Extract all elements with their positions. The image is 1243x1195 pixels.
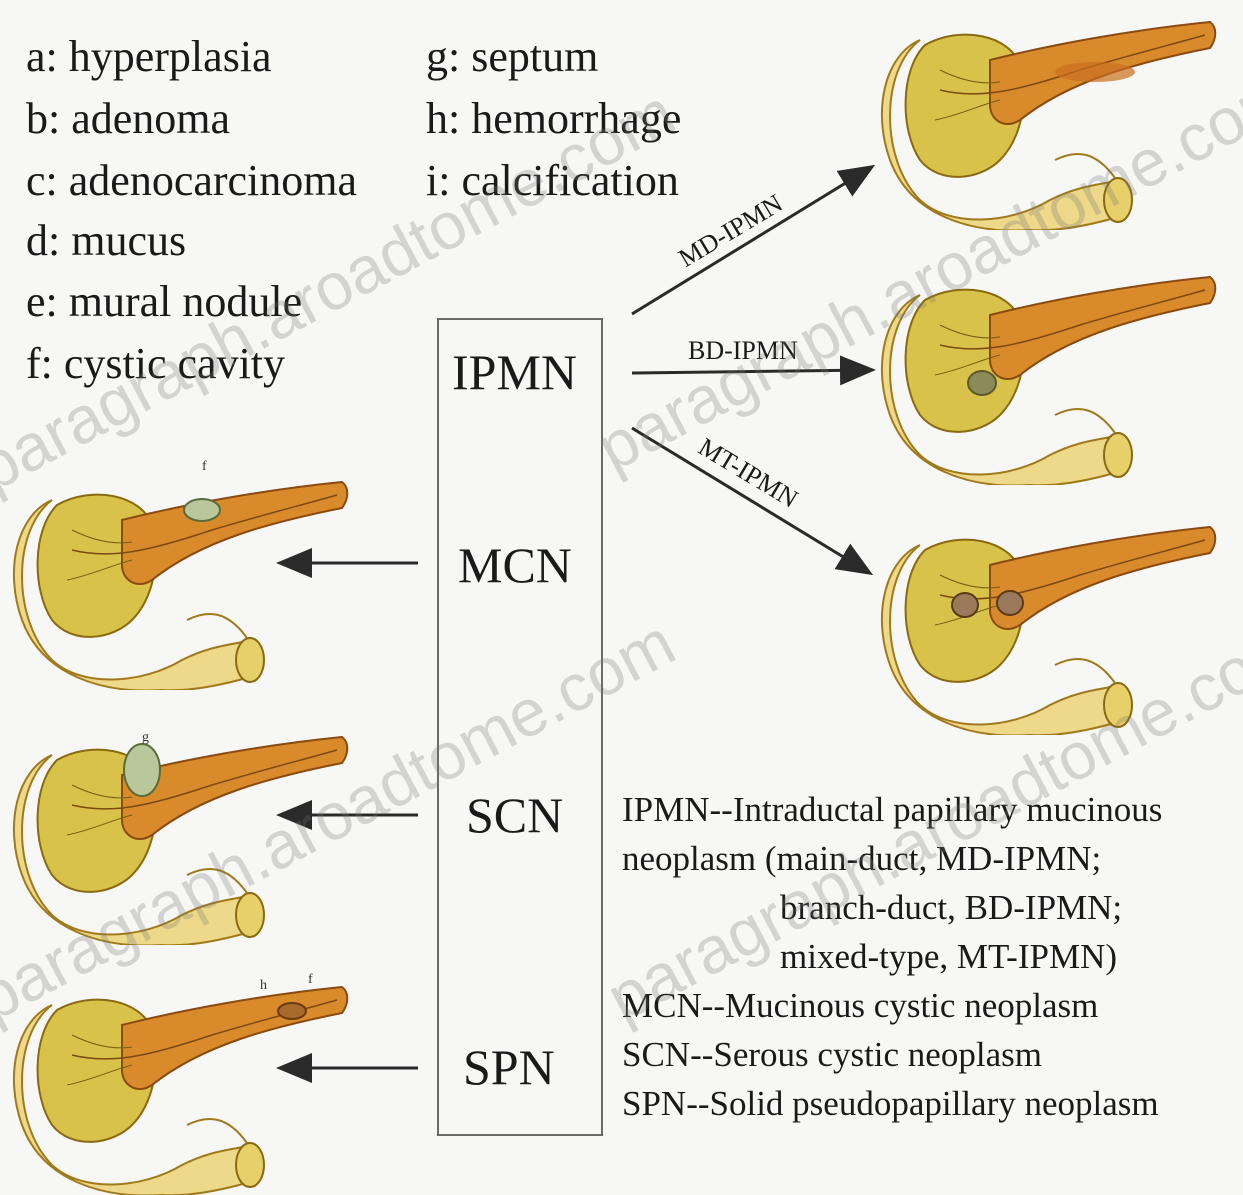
serous-cyst xyxy=(124,744,160,796)
pancreas-scn: g xyxy=(12,725,352,945)
glossary-line-1: IPMN--Intraductal papillary mucinous xyxy=(622,792,1162,827)
pancreas-spn: h f xyxy=(12,975,352,1195)
scn-mark-g: g xyxy=(142,730,149,745)
glossary-line-2: neoplasm (main-duct, MD-IPMN; xyxy=(622,841,1101,876)
bd-ipmn-arrow xyxy=(632,370,870,373)
mixed-lesion-1 xyxy=(952,593,978,617)
spn-mark-f: f xyxy=(308,972,313,987)
pancreas-mt-ipmn xyxy=(880,515,1220,735)
glossary-line-3: branch-duct, BD-IPMN; xyxy=(780,890,1122,925)
mixed-lesion-2 xyxy=(997,591,1023,615)
solid-lesion xyxy=(278,1003,306,1019)
glossary-line-6: SCN--Serous cystic neoplasm xyxy=(622,1037,1042,1072)
glossary-line-7: SPN--Solid pseudopapillary neoplasm xyxy=(622,1086,1159,1121)
branch-duct-cyst xyxy=(968,371,996,395)
bd-ipmn-label: BD-IPMN xyxy=(688,338,798,364)
pancreas-mcn: f xyxy=(12,470,352,690)
md-ipmn-arrow xyxy=(632,168,870,314)
glossary-line-5: MCN--Mucinous cystic neoplasm xyxy=(622,988,1098,1023)
mt-ipmn-arrow xyxy=(632,428,868,572)
glossary-line-4: mixed-type, MT-IPMN) xyxy=(780,939,1117,974)
pancreas-bd-ipmn xyxy=(880,265,1220,485)
mucinous-cyst xyxy=(184,499,220,521)
spn-mark-h: h xyxy=(260,978,267,993)
mcn-mark-f: f xyxy=(202,459,207,474)
dilated-main-duct xyxy=(1055,62,1135,82)
pancreas-md-ipmn xyxy=(880,10,1220,230)
